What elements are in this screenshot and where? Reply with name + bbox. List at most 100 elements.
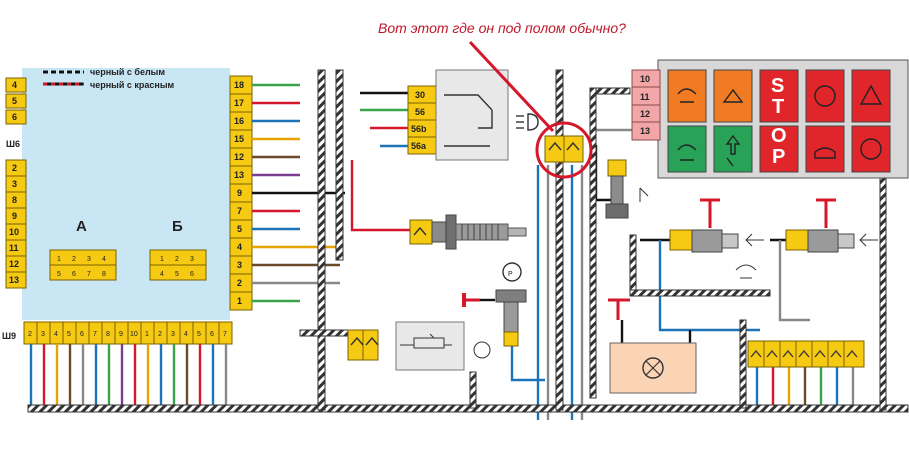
brake-light-switch-right [785, 198, 878, 253]
r-pin-12: 12 [234, 152, 244, 162]
highlight-circle [535, 121, 593, 179]
legend: черный с белым черный с красным [43, 67, 175, 90]
r-pin-1: 1 [237, 296, 242, 306]
l-pin-13: 13 [9, 275, 19, 285]
b-pin-2: 2 [175, 256, 179, 263]
connector-bottom-sh9: 2 3 4 5 6 7 8 9 10 1 2 3 4 5 6 7 [23, 321, 233, 345]
block-a-label: А [76, 218, 87, 235]
oil-pressure-sensor [605, 159, 649, 219]
b-pin-6: 6 [80, 331, 84, 338]
b-pin-3b: 3 [171, 331, 175, 338]
lamp-box [608, 298, 697, 394]
a-pin-2: 2 [72, 256, 76, 263]
relay-terminal-30: 30 [415, 90, 425, 100]
parking-brake-switch: P [462, 262, 527, 347]
l-pin-9: 9 [12, 211, 17, 221]
parking-brake-icon [502, 262, 522, 282]
b-pin-9: 9 [119, 331, 123, 338]
b-pin-1: 1 [145, 331, 149, 338]
b-pin-1: 1 [160, 256, 164, 263]
b-pin-5b: 5 [197, 331, 201, 338]
relay-terminal-56b: 56b [411, 124, 427, 134]
connector-left-sh6: 2 3 8 9 10 11 12 13 [5, 159, 27, 289]
r-pin-16: 16 [234, 116, 244, 126]
r-pin-2: 2 [237, 278, 242, 288]
lamp-symbol-icon [473, 341, 491, 359]
r-pin-3: 3 [237, 260, 242, 270]
block-b-label: Б [172, 218, 183, 235]
r-pin-5: 5 [237, 224, 242, 234]
b-pin-6: 6 [190, 271, 194, 278]
r-pin-13: 13 [234, 170, 244, 180]
b-pin-4: 4 [160, 271, 164, 278]
b-pin-4: 4 [54, 331, 58, 338]
l-pin-8: 8 [12, 195, 17, 205]
panel-pin-12: 12 [640, 109, 650, 119]
a-pin-4: 4 [102, 256, 106, 263]
b-pin-5: 5 [175, 271, 179, 278]
a-pin-8: 8 [102, 271, 106, 278]
turn-arrows-icon [725, 134, 741, 167]
b-pin-3: 3 [41, 331, 45, 338]
b-pin-2b: 2 [158, 331, 162, 338]
rear-fog-icon [677, 144, 697, 161]
l-pin-2: 2 [12, 163, 17, 173]
stop-letter-o: O [771, 125, 787, 147]
ul-pin-6: 6 [12, 112, 17, 122]
a-pin-6: 6 [72, 271, 76, 278]
stop-letter-p: P [772, 146, 785, 168]
b-pin-6b: 6 [210, 331, 214, 338]
r-pin-9: 9 [237, 188, 242, 198]
ul-pin-5: 5 [12, 96, 17, 106]
instrument-panel: S T O P [657, 59, 909, 179]
connector-label-sh6: Ш6 [6, 139, 20, 149]
b-pin-4b: 4 [184, 331, 188, 338]
b-pin-2: 2 [28, 331, 32, 338]
oil-pressure-icon [814, 147, 836, 159]
connector-label-sh9: Ш9 [2, 331, 16, 341]
panel-pin-10: 10 [640, 74, 650, 84]
parking-brake-lamp-icon [860, 138, 882, 160]
relay-terminal-56: 56 [415, 107, 425, 117]
harness-bundles [27, 69, 909, 413]
r-pin-18: 18 [234, 80, 244, 90]
lamp-icon [642, 357, 664, 379]
ul-pin-4: 4 [12, 80, 17, 90]
panel-connector: 10 11 12 13 [631, 69, 661, 141]
a-pin-3: 3 [87, 256, 91, 263]
stop-letter-s: S [771, 75, 784, 97]
high-beam-icon [722, 88, 744, 103]
brake-light-switch-left [669, 198, 764, 253]
fuel-level-sensor [347, 321, 491, 371]
connector-right-block [747, 340, 865, 368]
stop-letter-t: T [772, 96, 784, 118]
reverse-light-icon [735, 264, 757, 279]
l-pin-12: 12 [9, 259, 19, 269]
annotation-question: Вот этот где он под полом обычно? [378, 20, 626, 36]
r-pin-15: 15 [234, 134, 244, 144]
b-pin-8: 8 [106, 331, 110, 338]
fog-light-icon [677, 88, 697, 103]
legend-black-red: черный с красным [90, 80, 175, 90]
l-pin-10: 10 [9, 227, 19, 237]
legend-black-white: черный с белым [90, 67, 165, 77]
svg-text:P: P [508, 271, 513, 278]
panel-pin-11: 11 [640, 92, 650, 102]
headlight-icon [516, 113, 539, 131]
brake-warning-icon [814, 85, 836, 107]
b-pin-5: 5 [67, 331, 71, 338]
r-pin-7: 7 [237, 206, 242, 216]
panel-pin-13: 13 [640, 126, 650, 136]
block-a: А 1 2 3 4 5 6 7 8 [49, 218, 117, 281]
a-pin-1: 1 [57, 256, 61, 263]
b-pin-3: 3 [190, 256, 194, 263]
relay-terminal-56a: 56a [411, 141, 427, 151]
connector-upper-left: 4 5 6 [5, 77, 27, 125]
temperature-sensor [409, 214, 527, 250]
hazard-triangle-icon [859, 84, 883, 105]
annotation-pointer [468, 40, 555, 133]
a-pin-7: 7 [87, 271, 91, 278]
a-pin-5: 5 [57, 271, 61, 278]
